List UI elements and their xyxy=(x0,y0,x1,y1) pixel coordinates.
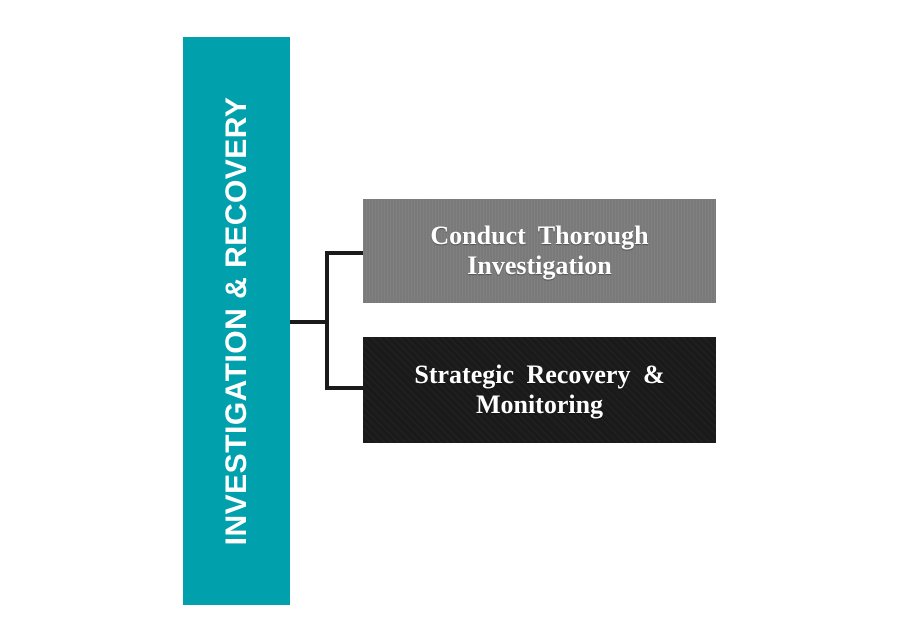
node-investigation-text: Conduct Thorough Investigation xyxy=(430,221,648,281)
node-recovery-line2: Monitoring xyxy=(475,390,604,419)
node-investigation-line2: Investigation xyxy=(467,251,612,280)
node-conduct-thorough-investigation[interactable]: Conduct Thorough Investigation xyxy=(363,199,716,303)
node-recovery-line1: Strategic Recovery & xyxy=(414,359,665,389)
connector-stem xyxy=(290,320,328,324)
category-banner-investigation-recovery: INVESTIGATION & RECOVERY xyxy=(183,37,290,605)
node-strategic-recovery-monitoring[interactable]: Strategic Recovery & Monitoring xyxy=(363,337,716,443)
connector-arm-to-investigation xyxy=(325,251,365,255)
connector-arm-to-recovery xyxy=(325,386,365,390)
category-banner-label: INVESTIGATION & RECOVERY xyxy=(219,96,253,546)
node-investigation-line1: Conduct Thorough xyxy=(430,220,649,250)
node-recovery-text: Strategic Recovery & Monitoring xyxy=(414,360,664,420)
connector-spine xyxy=(325,251,329,390)
